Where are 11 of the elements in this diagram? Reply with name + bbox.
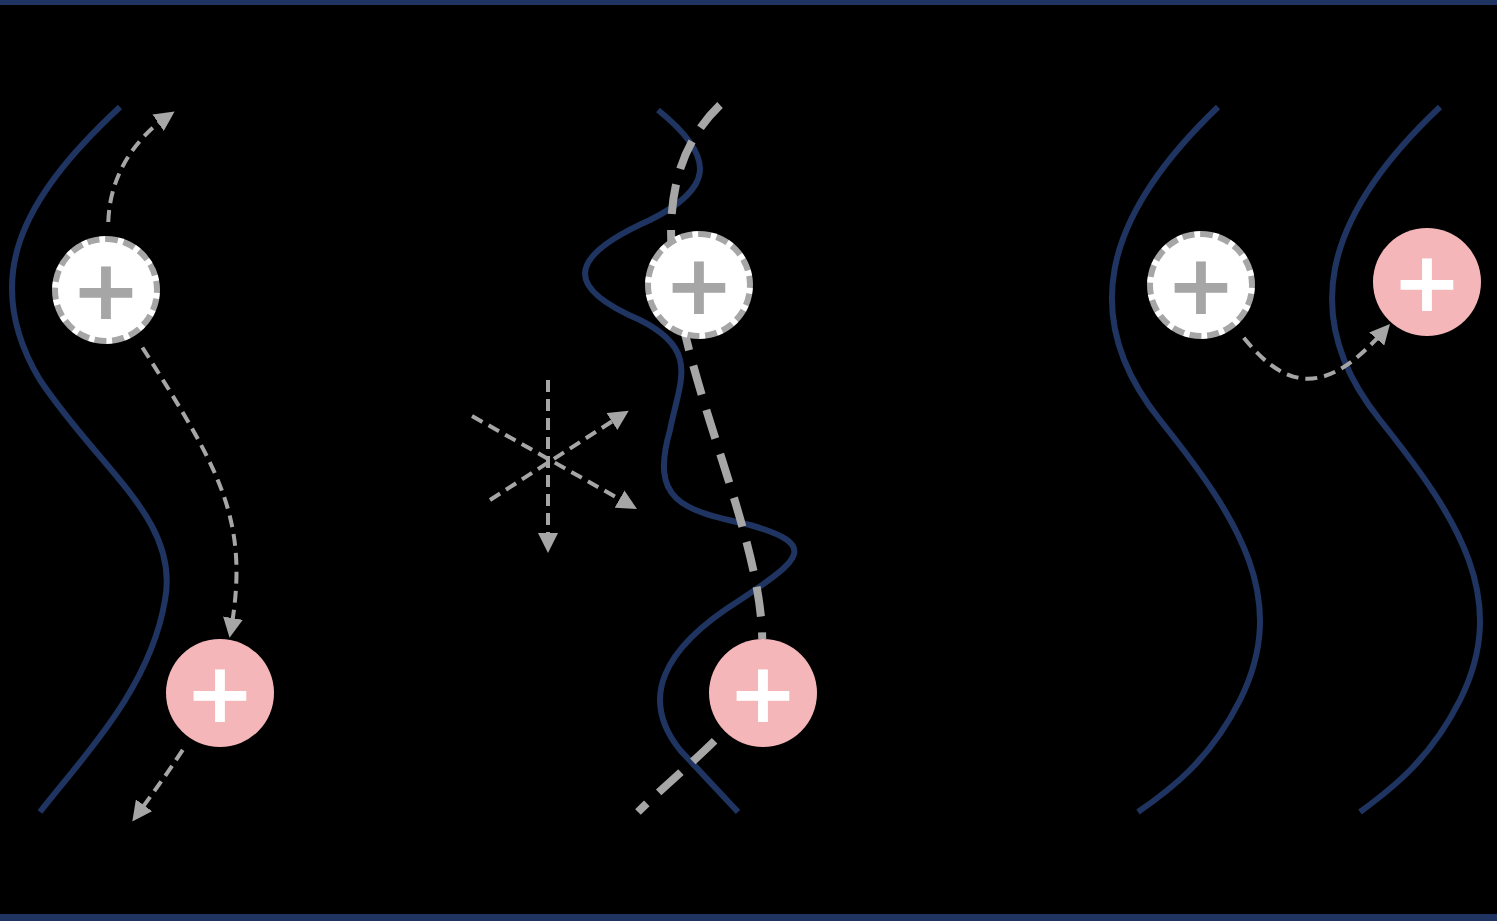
hopping-path [635, 737, 718, 815]
plus-sign: + [184, 651, 256, 735]
plus-sign: + [663, 243, 735, 327]
plus-sign: + [70, 248, 142, 332]
plus-sign: + [727, 651, 799, 735]
arrow [106, 111, 175, 223]
plus-sign: + [1165, 243, 1237, 327]
arrow [140, 346, 243, 638]
plus-sign: + [1391, 240, 1463, 324]
arrow [1242, 324, 1391, 381]
arrow [132, 748, 185, 822]
